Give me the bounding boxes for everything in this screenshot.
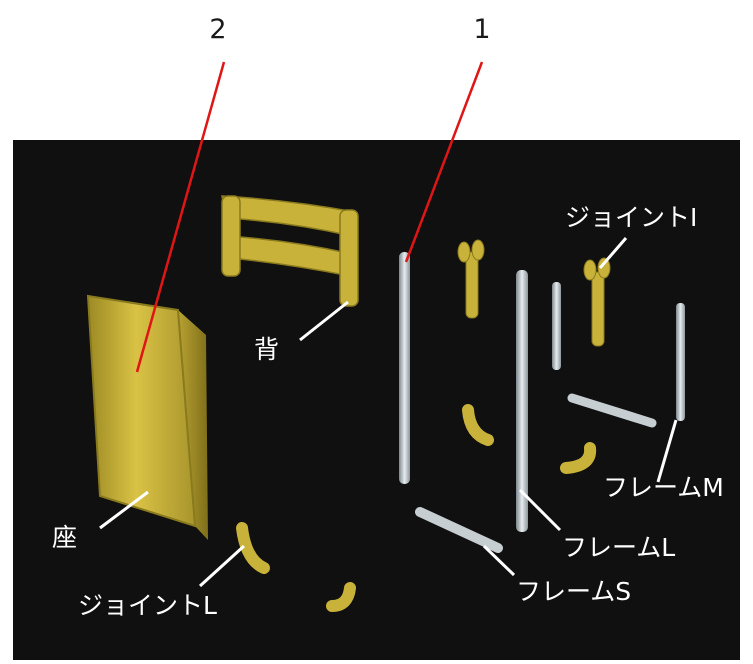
frame-l <box>516 270 528 532</box>
callout-number-1: 1 <box>473 14 490 45</box>
backrest <box>221 195 359 307</box>
frame-short-vertical <box>552 282 561 370</box>
frame-m <box>676 303 685 421</box>
callout-number-2: 2 <box>209 14 226 45</box>
label-frame-l: フレームL <box>562 533 675 562</box>
label-frame-s: フレームS <box>516 577 631 606</box>
label-joint-i: ジョイントI <box>565 203 697 232</box>
frame-s <box>415 507 503 553</box>
frame-long-left <box>399 252 410 484</box>
callout-lines <box>135 61 484 373</box>
frame-m-horizontal <box>567 393 657 428</box>
joint-l-parts <box>236 404 597 612</box>
joint-i-right <box>583 257 611 347</box>
seat-panel <box>86 294 208 540</box>
label-frame-m: フレームM <box>603 473 724 502</box>
label-seat: 座 <box>52 523 77 552</box>
label-joint-l: ジョイントL <box>78 591 217 620</box>
label-back: 背 <box>254 335 279 364</box>
leader-lines <box>99 237 678 588</box>
joint-i-left <box>457 239 485 319</box>
